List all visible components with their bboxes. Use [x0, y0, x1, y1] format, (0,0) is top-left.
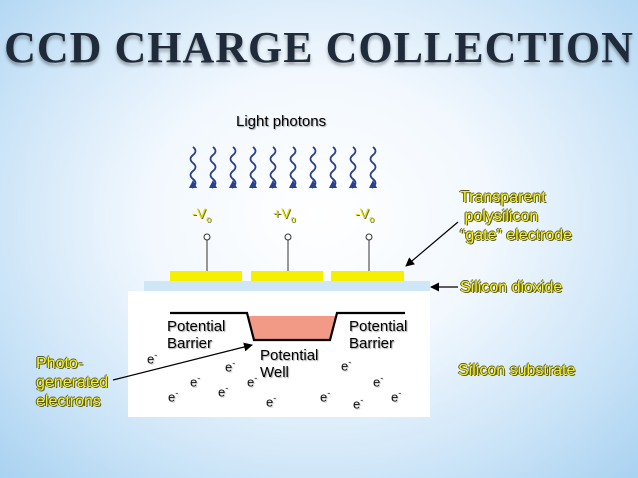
electron: e-: [218, 383, 229, 400]
wavy-arrow-icon: [209, 146, 217, 189]
gate-electrode-center: [251, 271, 323, 281]
electron: e-: [266, 393, 277, 410]
gate-pointer-arrow: [405, 221, 459, 267]
potential-well-fill: [247, 316, 337, 340]
contact-leads: [203, 233, 373, 271]
wavy-arrow-icon: [229, 146, 237, 189]
electron: e-: [320, 388, 331, 405]
electron: e-: [353, 395, 364, 412]
electrons-pointer-arrow: [112, 342, 253, 381]
electron: e-: [341, 357, 352, 374]
voltage-left: -Vo: [192, 205, 212, 224]
electron: e-: [168, 388, 179, 405]
electron: e-: [147, 350, 158, 367]
wavy-arrow-icon: [309, 146, 317, 189]
gate-electrode-right: [331, 271, 404, 281]
gate-electrode-left: [170, 271, 242, 281]
photo-electrons-label: Photo- generated electrons: [36, 355, 109, 410]
silicon-dioxide-label: Silicon dioxide: [460, 279, 563, 296]
electron: e-: [373, 373, 384, 390]
electron: e-: [247, 373, 258, 390]
electron: e-: [190, 373, 201, 390]
wavy-arrow-icon: [349, 146, 357, 189]
wavy-arrow-icon: [329, 146, 337, 189]
wavy-arrow-icon: [269, 146, 277, 189]
light-photons-label: Light photons: [236, 113, 327, 130]
terminal-circle-icon: [365, 233, 373, 241]
wavy-arrow-icon: [369, 146, 377, 189]
wavy-arrow-icon: [249, 146, 257, 189]
wavy-arrow-icon: [289, 146, 297, 189]
electron: e-: [225, 358, 236, 375]
wavy-arrow-icon: [189, 146, 197, 189]
gate-electrode-label: Transparent polysilicon “gate” electrode: [460, 189, 573, 244]
voltage-center: +Vo: [273, 205, 296, 224]
voltage-right: -Vo: [355, 205, 375, 224]
silicon-dioxide-layer: [144, 281, 430, 291]
potential-profile-line: [170, 311, 405, 342]
electron: e-: [391, 388, 402, 405]
terminal-circle-icon: [203, 233, 211, 241]
terminal-circle-icon: [284, 233, 292, 241]
silicon-substrate-label: Silicon substrate: [458, 362, 576, 379]
slide-title: CCD CHARGE COLLECTION: [4, 23, 634, 72]
